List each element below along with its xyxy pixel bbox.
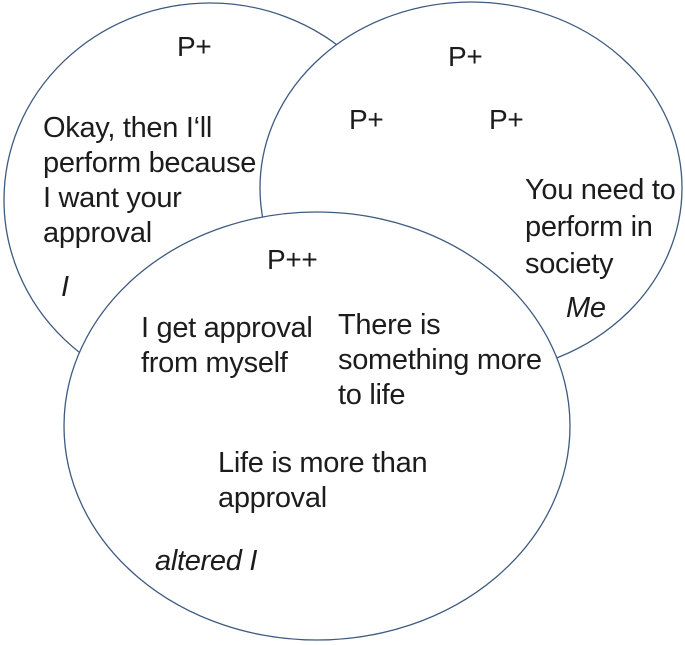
circle-me-note: You need to perform in society bbox=[525, 174, 676, 280]
circle-altered-i bbox=[63, 211, 571, 641]
circle-altered-i-note-left: I get approval from myself bbox=[141, 312, 313, 379]
circle-me-marker-left: P+ bbox=[349, 104, 384, 135]
circle-altered-i-note-right: There is something more to life bbox=[338, 309, 542, 411]
circle-altered-i-marker: P++ bbox=[267, 244, 318, 275]
circle-i-note: Okay, then I‘ll perform because I want y… bbox=[43, 112, 257, 249]
circle-me-label: Me bbox=[566, 292, 606, 324]
circle-altered-i-note-center: Life is more than approval bbox=[218, 447, 428, 514]
circle-me-marker-top: P+ bbox=[448, 41, 483, 72]
circle-me-marker-right: P+ bbox=[489, 104, 524, 135]
circle-altered-i-label: altered I bbox=[155, 545, 258, 577]
circle-i-marker: P+ bbox=[177, 31, 212, 62]
circle-i-label: I bbox=[61, 271, 69, 303]
